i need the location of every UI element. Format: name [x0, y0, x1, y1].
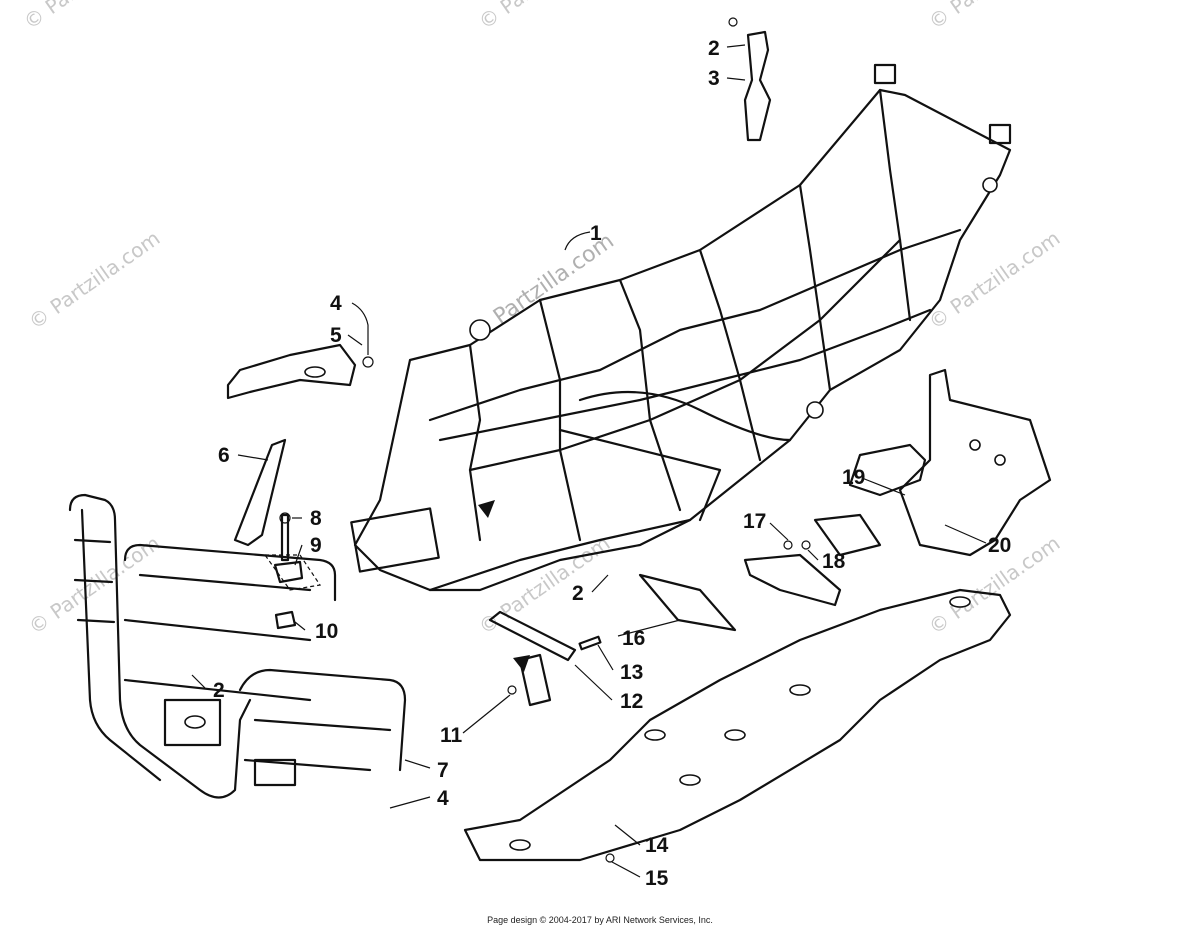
callout-15: 15 — [645, 867, 669, 890]
callout-14: 14 — [645, 834, 669, 857]
watermark: © Partzilla.com — [924, 0, 1064, 34]
rear-bar-18-19 — [743, 513, 882, 607]
callouts: 1 2 3 4 5 6 8 9 10 2 7 4 11 12 13 2 16 1… — [213, 37, 1011, 890]
watermark: © Partzilla.com — [24, 226, 164, 334]
footer-copyright: Page design © 2004-2017 by ARI Network S… — [487, 915, 713, 925]
callout-1: 1 — [590, 222, 602, 245]
crossbar-12 — [488, 610, 602, 707]
bracket-3 — [728, 17, 772, 142]
reference-arrow — [478, 500, 495, 518]
callout-9: 9 — [310, 534, 322, 557]
main-frame — [350, 63, 1012, 592]
strap-6 — [233, 438, 287, 547]
callout-2: 2 — [572, 582, 584, 605]
decal-16 — [638, 573, 737, 632]
callout-12: 12 — [620, 690, 643, 713]
watermark: © Partzilla.com — [19, 0, 159, 34]
callout-5: 5 — [330, 324, 342, 347]
callout-3: 3 — [708, 67, 720, 90]
callout-4: 4 — [437, 787, 449, 810]
front-bumper-7 — [68, 493, 407, 799]
callout-16: 16 — [622, 627, 645, 650]
callout-10: 10 — [315, 620, 338, 643]
callout-2: 2 — [708, 37, 720, 60]
watermark: © Partzilla.com — [924, 226, 1064, 334]
callout-20: 20 — [988, 534, 1011, 557]
reference-arrow — [513, 655, 530, 672]
callout-7: 7 — [437, 759, 449, 782]
hardware-8-9-10 — [263, 512, 322, 630]
skid-plate-14 — [463, 588, 1012, 863]
callout-17: 17 — [743, 510, 766, 533]
watermark: © Partzilla.com — [474, 0, 614, 34]
callout-6: 6 — [218, 444, 230, 467]
callout-19: 19 — [842, 466, 865, 489]
callout-8: 8 — [310, 507, 322, 530]
callout-13: 13 — [620, 661, 643, 684]
callout-4: 4 — [330, 292, 342, 315]
rear-rack-20 — [848, 368, 1052, 557]
callout-11: 11 — [440, 724, 463, 747]
callout-2: 2 — [213, 679, 225, 702]
callout-18: 18 — [822, 550, 846, 573]
plate-5 — [226, 343, 374, 400]
leader-lines — [191, 44, 987, 878]
